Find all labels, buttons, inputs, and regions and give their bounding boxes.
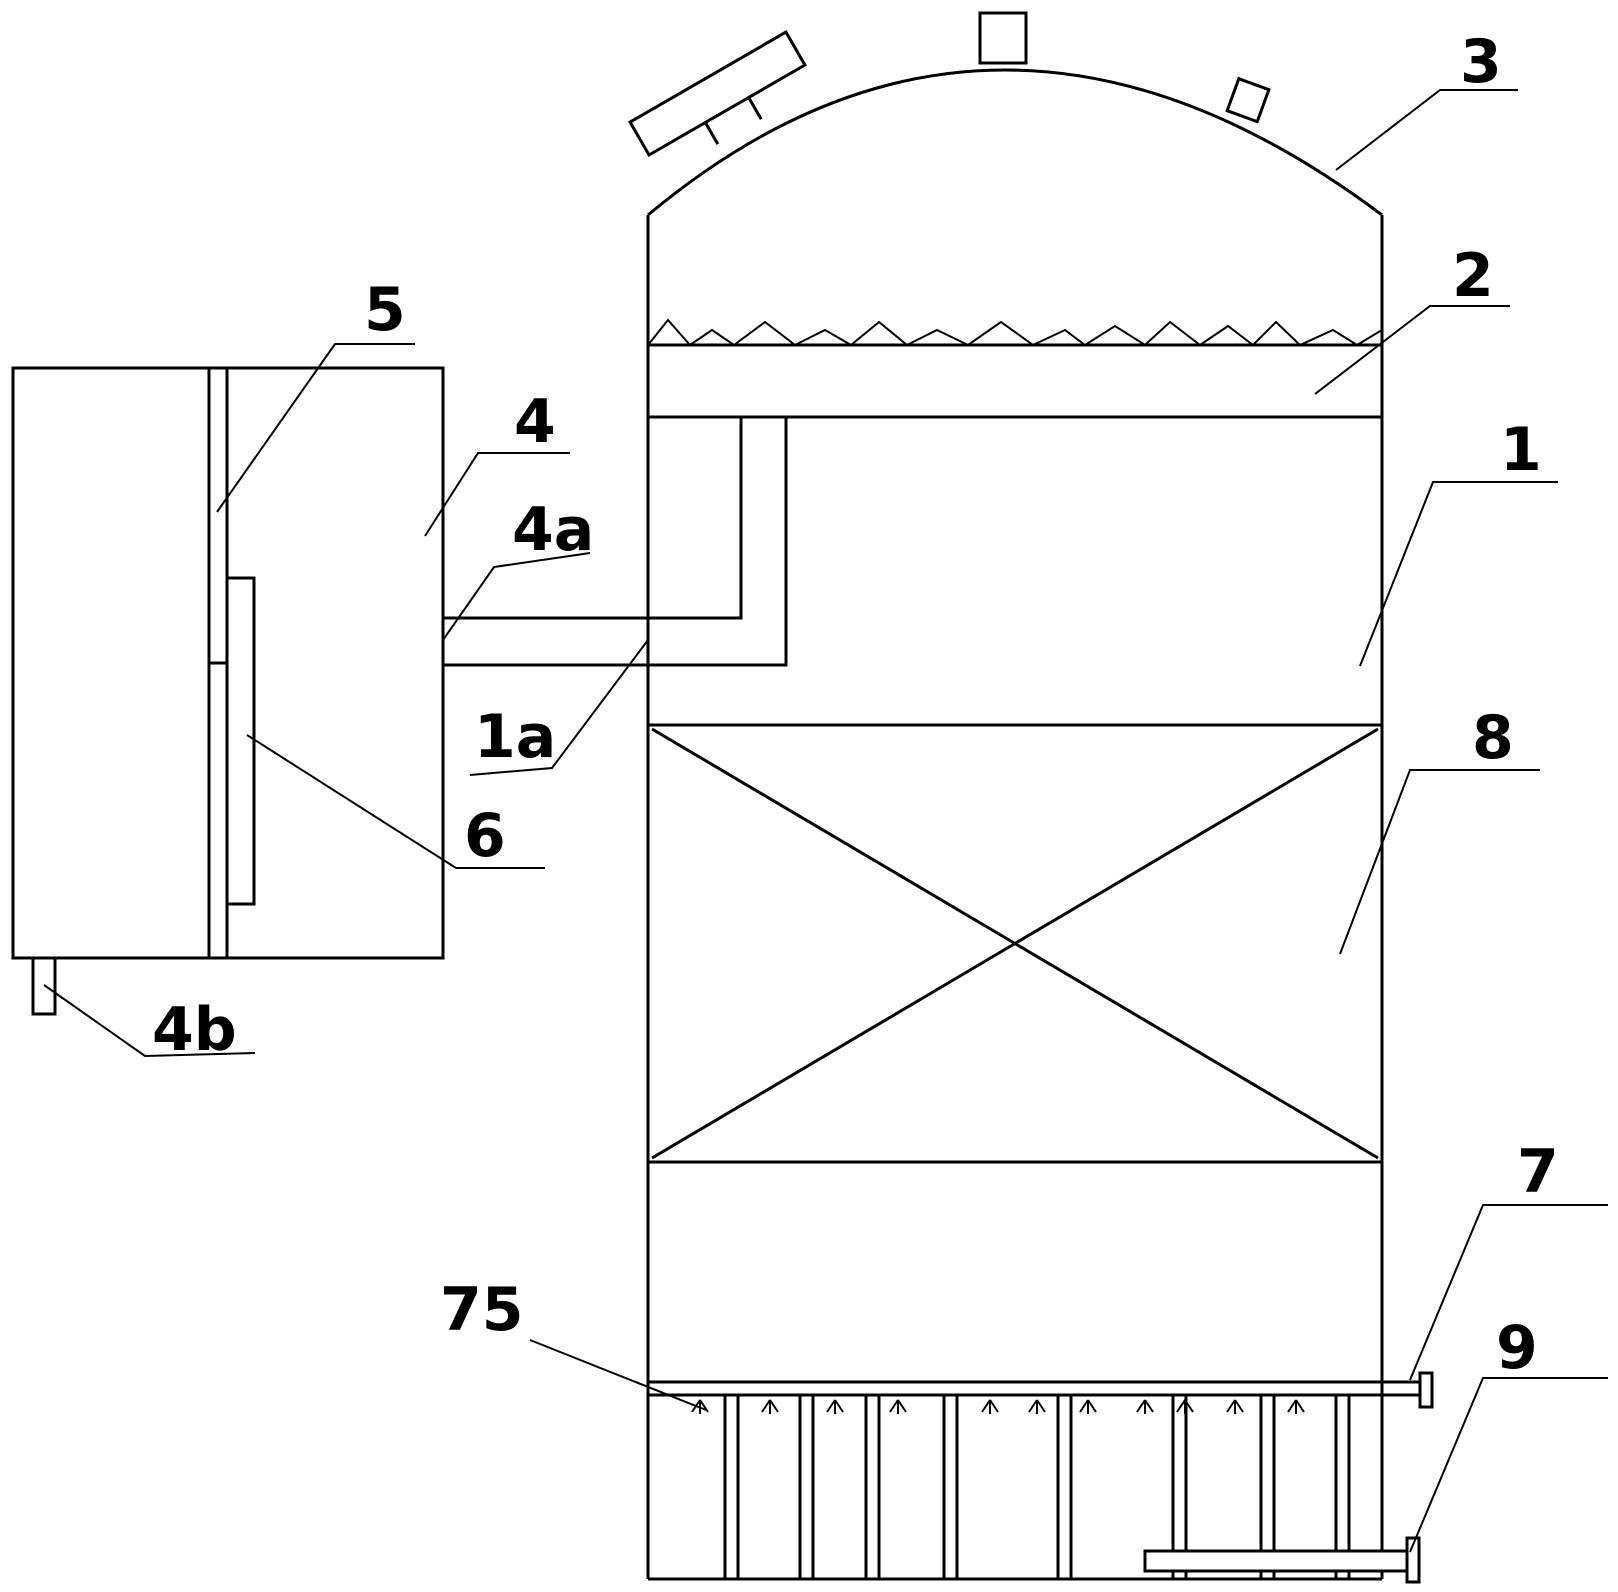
label-8: 8: [1472, 703, 1514, 773]
bottom-tubes: [723, 1395, 1351, 1579]
dome-head: [647, 68, 1383, 217]
label-5: 5: [364, 275, 406, 345]
manhole-nozzle: [628, 30, 807, 158]
label-1a: 1a: [474, 702, 556, 772]
tower-body: [628, 11, 1384, 1581]
spray-nozzles: [691, 1399, 1305, 1414]
label-4a: 4a: [512, 495, 594, 565]
top-center-nozzle: [978, 11, 1028, 65]
internal-outlet-pipe: [443, 417, 788, 667]
tank-plate: [225, 576, 256, 906]
label-4: 4: [514, 387, 556, 457]
bottom-pipe: [1143, 1536, 1421, 1584]
spray-pipe: [648, 1371, 1434, 1409]
label-1: 1: [1500, 415, 1542, 485]
side-tank: [11, 366, 445, 1016]
packing-section: [648, 723, 1382, 1164]
top-right-nozzle: [1225, 76, 1271, 124]
label-4b: 4b: [152, 995, 237, 1065]
label-9: 9: [1496, 1313, 1538, 1383]
label-7: 7: [1517, 1137, 1559, 1207]
label-75: 75: [440, 1275, 524, 1345]
label-6: 6: [464, 801, 506, 871]
leader-lines: [43, 89, 1608, 1553]
label-2: 2: [1452, 241, 1494, 311]
label-3: 3: [1460, 27, 1502, 97]
demister-layer: [646, 318, 1384, 419]
